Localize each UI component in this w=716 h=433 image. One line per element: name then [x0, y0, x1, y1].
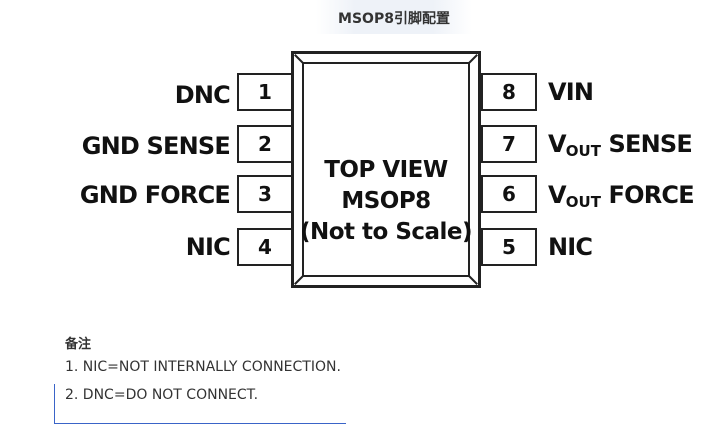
chip-corner-tl [294, 54, 304, 64]
note-1: 1. NIC=NOT INTERNALLY CONNECTION. [65, 359, 341, 375]
note-left-border [54, 384, 55, 424]
pin-3: 3 [237, 175, 293, 213]
pin-1: 1 [237, 73, 293, 111]
diagram-header: MSOP8引脚配置 [316, 0, 472, 34]
pin-4-name: NIC [185, 233, 231, 261]
chip-inner-outline [302, 62, 470, 277]
chip-corner-tr [468, 54, 478, 64]
pin-7-name: VOUT SENSE [548, 130, 693, 160]
pin-4: 4 [237, 228, 293, 266]
pin-5: 5 [481, 228, 537, 266]
note-bottom-border [54, 423, 346, 424]
notes-title: 备注 [65, 337, 92, 352]
pin-5-name: NIC [548, 233, 593, 261]
note-2: 2. DNC=DO NOT CONNECT. [65, 387, 259, 403]
chip-label-package: MSOP8 [341, 188, 431, 214]
chip-label-top-view: TOP VIEW [324, 157, 448, 183]
pin-1-name: DNC [174, 81, 231, 109]
pin-7: 7 [481, 125, 537, 163]
chip-corner-bl [294, 275, 304, 285]
chip-corner-br [468, 275, 478, 285]
diagram-title: MSOP8引脚配置 [338, 11, 450, 27]
chip-package: TOP VIEW MSOP8 (Not to Scale) [291, 51, 481, 288]
pin-6-name: VOUT FORCE [548, 181, 695, 211]
pin-2-name: GND SENSE [81, 132, 231, 160]
pin-3-name: GND FORCE [79, 181, 231, 209]
pin-8-name: VIN [548, 78, 594, 106]
chip-label-scale: (Not to Scale) [299, 219, 473, 245]
pin-8: 8 [481, 73, 537, 111]
pin-6: 6 [481, 175, 537, 213]
pin-2: 2 [237, 125, 293, 163]
